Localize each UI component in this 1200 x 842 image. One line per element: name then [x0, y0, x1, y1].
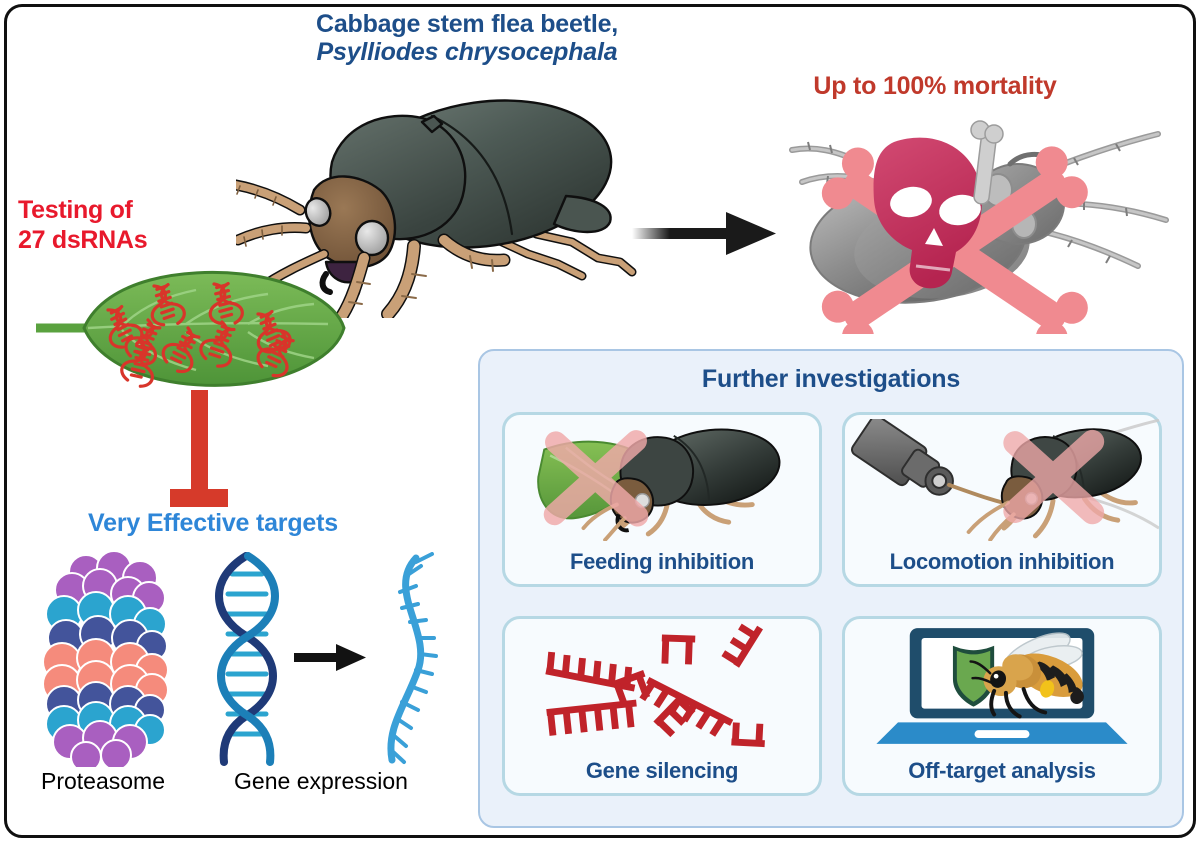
process-arrow-icon: [632, 212, 776, 255]
card-gene-silencing[interactable]: Gene silencing: [502, 616, 822, 796]
gene-expression-label: Gene expression: [234, 768, 408, 794]
testing-line-1: Testing of: [18, 196, 133, 224]
title-common-name: Cabbage stem flea beetle,: [315, 10, 619, 38]
dna-transcription-icon: [215, 552, 438, 766]
leaf-with-dsrna-icon: [36, 270, 346, 388]
testing-dsrna-label: Testing of 27 dsRNAs: [18, 196, 218, 255]
inhibition-tbar-icon: [170, 390, 228, 507]
further-investigations-title: Further investigations: [701, 365, 961, 393]
card-locomotion-inhibition[interactable]: Locomotion inhibition: [842, 412, 1162, 587]
card-feeding-inhibition[interactable]: Feeding inhibition: [502, 412, 822, 587]
laptop-shield-bee-icon: [876, 628, 1128, 744]
card-off-target-analysis-label: Off-target analysis: [908, 758, 1096, 783]
card-locomotion-inhibition-label: Locomotion inhibition: [889, 549, 1115, 574]
proteasome-label: Proteasome: [40, 768, 165, 794]
card-gene-silencing-label: Gene silencing: [585, 758, 739, 783]
beetle-leaf-crossed-icon: [537, 428, 781, 541]
card-feeding-inhibition-label: Feeding inhibition: [569, 549, 755, 574]
further-investigations-panel: Further investigations: [478, 349, 1184, 828]
camera-beetle-crossed-icon: [850, 419, 1159, 541]
cabbage-stem-flea-beetle-illustration: [236, 99, 637, 318]
title-species-name: Psylliodes chrysocephala: [316, 38, 618, 66]
card-off-target-analysis[interactable]: Off-target analysis: [842, 616, 1162, 796]
dead-beetle-skull-crossbones-icon: [789, 120, 1169, 334]
page-title: Cabbage stem flea beetle, Psylliodes chr…: [252, 10, 682, 66]
fragmented-rna-icon: [545, 623, 765, 748]
mortality-label: Up to 100% mortality: [813, 72, 1057, 100]
proteasome-icon: [42, 552, 169, 767]
testing-line-2: 27 dsRNAs: [18, 225, 148, 254]
transcription-arrow-icon: [294, 644, 366, 671]
very-effective-targets-label: Very Effective targets: [88, 509, 338, 537]
